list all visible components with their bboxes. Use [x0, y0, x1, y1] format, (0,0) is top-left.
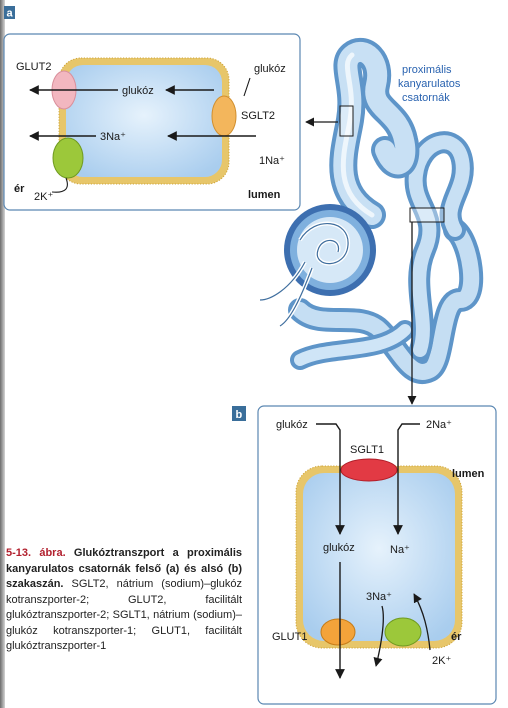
- selection-box-upper: [339, 105, 354, 137]
- panel-b-tag-bg: [232, 406, 246, 421]
- label-a-1na: 1Na⁺: [259, 155, 285, 167]
- na-k-pump-b: [384, 617, 422, 647]
- sglt1-transporter: [340, 458, 398, 482]
- label-glut2: GLUT2: [16, 61, 51, 73]
- panel-a-membrane-texture: [58, 57, 230, 185]
- panel-b-tag: b: [236, 409, 243, 421]
- label-a-lumen: lumen: [248, 189, 281, 201]
- panel-a-cytoplasm: [66, 65, 222, 177]
- label-a-glucose-cell: glukóz: [122, 85, 154, 97]
- panel-b-cytoplasm: [303, 473, 455, 641]
- label-glut1: GLUT1: [272, 631, 307, 643]
- label-a-blood: ér: [14, 183, 25, 195]
- label-b-glucose-lumen: glukóz: [276, 419, 308, 431]
- caption-body: SGLT2, nátrium (sodium)–glukóz kotranszp…: [6, 578, 242, 652]
- figure-caption: 5-13. ábra. Glukóztranszport a proximáli…: [6, 546, 242, 655]
- na-k-pump-a: [52, 137, 84, 179]
- label-b-na-cell: Na⁺: [390, 544, 410, 556]
- tubule-label-line1: proximális: [402, 64, 452, 76]
- caption-title: Glukóztranszport a proximális kanyarulat…: [6, 547, 242, 590]
- label-a-glucose-lumen: glukóz: [254, 63, 286, 75]
- label-b-blood: ér: [451, 631, 462, 643]
- selection-box-lower: [409, 207, 445, 223]
- panel-a-tag-bg: [4, 6, 15, 19]
- caption-number: 5-13. ábra.: [6, 547, 66, 559]
- tubule-label-line3: csatornák: [402, 92, 450, 104]
- glut1-transporter: [320, 618, 356, 646]
- arrow-b-2k-in: [413, 593, 431, 651]
- arrow-b-glucose-in: [316, 423, 345, 535]
- label-sglt2: SGLT2: [241, 110, 275, 122]
- arrow-a-k: [51, 177, 68, 193]
- label-a-3na: 3Na⁺: [100, 131, 126, 143]
- label-b-3na: 3Na⁺: [366, 591, 392, 603]
- label-b-2na: 2Na⁺: [426, 419, 452, 431]
- page-edge-shadow: [0, 0, 5, 708]
- sglt2-transporter: [211, 95, 237, 137]
- panel-a-tag: a: [7, 8, 14, 20]
- label-a-2k: 2K⁺: [34, 191, 53, 203]
- tubule-label-line2: kanyarulatos: [398, 78, 461, 90]
- nephron-tubule-illustration: [259, 38, 484, 384]
- label-b-2k: 2K⁺: [432, 655, 451, 667]
- leader-a-glucose: [243, 77, 251, 97]
- arrow-b-na-in: [393, 423, 420, 535]
- label-sglt1: SGLT1: [350, 444, 384, 456]
- label-b-glucose-cell: glukóz: [323, 542, 355, 554]
- arrow-b-3na-out: [373, 605, 384, 667]
- label-b-lumen: lumen: [452, 468, 485, 480]
